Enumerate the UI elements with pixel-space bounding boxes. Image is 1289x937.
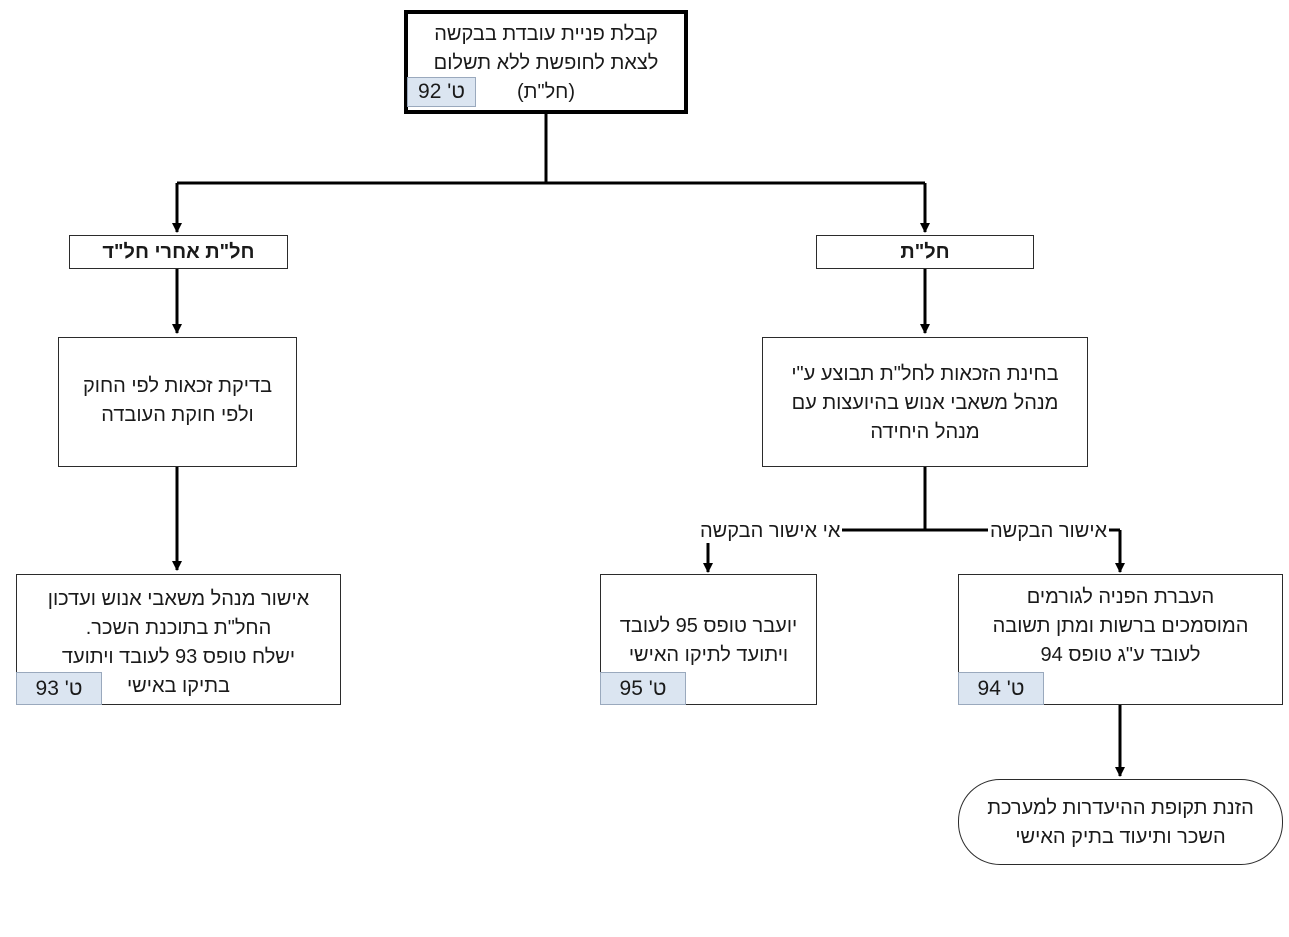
start-line-3: (חל"ת) bbox=[517, 81, 575, 103]
reject-line-2: ויתועד לתיקו האישי bbox=[628, 644, 789, 666]
form-tag-93: ט' 93 bbox=[16, 672, 102, 705]
form-tag-95: ט' 95 bbox=[600, 672, 686, 705]
right-check-box: בחינת הזכאות לחל"ת תבוצע ע"י מנהל משאבי … bbox=[762, 337, 1088, 467]
right-check-line-3: מנהל היחידה bbox=[870, 421, 980, 443]
start-line-2: לצאת לחופשת ללא תשלום bbox=[433, 52, 659, 74]
category-right: חל"ת bbox=[816, 235, 1034, 269]
branch-label-reject: אי אישור הבקשה bbox=[698, 519, 843, 543]
start-line-1: קבלת פניית עובדת בבקשה bbox=[434, 23, 658, 45]
approve-line-3: לעובד ע"ג טופס 94 bbox=[1040, 644, 1201, 666]
left-result-line-3: ישלח טופס 93 לעובד ויתועד bbox=[61, 646, 296, 668]
form-tag-92: ט' 92 bbox=[407, 77, 476, 107]
end-line-2: השכר ותיעוד בתיק האישי bbox=[1015, 826, 1226, 848]
right-check-line-2: מנהל משאבי אנוש בהיועצות עם bbox=[791, 392, 1059, 414]
left-check-line-1: בדיקת זכאות לפי החוק bbox=[82, 375, 273, 397]
category-left: חל"ת אחרי חל"ד bbox=[69, 235, 288, 269]
branch-label-approve: אישור הבקשה bbox=[988, 519, 1110, 543]
left-result-box: אישור מנהל משאבי אנוש ועדכון החל"ת בתוכנ… bbox=[16, 574, 341, 705]
category-right-label: חל"ת bbox=[900, 241, 950, 263]
left-check-line-2: ולפי חוקת העובדה bbox=[101, 404, 254, 426]
form-tag-94: ט' 94 bbox=[958, 672, 1044, 705]
left-result-line-2: החל"ת בתוכנת השכר. bbox=[85, 617, 272, 639]
left-result-line-4: בתיקו באישי bbox=[126, 675, 231, 697]
left-check-box: בדיקת זכאות לפי החוק ולפי חוקת העובדה bbox=[58, 337, 297, 467]
reject-line-1: יועבר טופס 95 לעובד bbox=[619, 615, 798, 637]
end-line-1: הזנת תקופת ההיעדרות למערכת bbox=[987, 797, 1254, 819]
end-terminator: הזנת תקופת ההיעדרות למערכת השכר ותיעוד ב… bbox=[958, 779, 1283, 865]
category-left-label: חל"ת אחרי חל"ד bbox=[102, 241, 255, 263]
right-check-line-1: בחינת הזכאות לחל"ת תבוצע ע"י bbox=[791, 363, 1059, 385]
approve-line-2: המוסמכים ברשות ומתן תשובה bbox=[992, 615, 1249, 637]
left-result-line-1: אישור מנהל משאבי אנוש ועדכון bbox=[47, 588, 310, 610]
approve-line-1: העברת הפניה לגורמים bbox=[1026, 586, 1215, 608]
